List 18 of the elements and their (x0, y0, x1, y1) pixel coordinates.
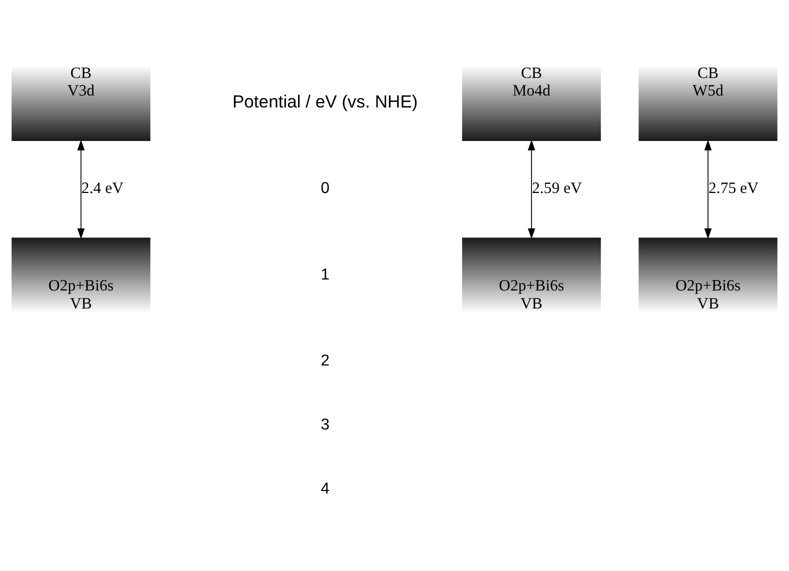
arrow (528, 140, 536, 239)
node-box: CB Mo4d (462, 66, 601, 142)
label: 4 (320, 480, 330, 498)
edge-label: 2.75 eV (708, 180, 758, 198)
edge-label: 2.59 eV (532, 180, 582, 198)
label: 0 (320, 180, 330, 198)
node-box: O2p+Bi6s VB (462, 238, 601, 314)
label: 2 (320, 352, 330, 370)
node-box: CB V3d (12, 66, 150, 142)
label: 1 (320, 266, 330, 284)
arrow (77, 140, 85, 239)
label: Potential / eV (vs. NHE) (232, 92, 418, 112)
label: 3 (320, 416, 330, 434)
edge-label: 2.4 eV (81, 180, 124, 198)
node-box: O2p+Bi6s VB (12, 238, 150, 314)
arrow (704, 140, 712, 239)
node-box: O2p+Bi6s VB (638, 238, 778, 314)
node-box: CB W5d (638, 66, 778, 142)
